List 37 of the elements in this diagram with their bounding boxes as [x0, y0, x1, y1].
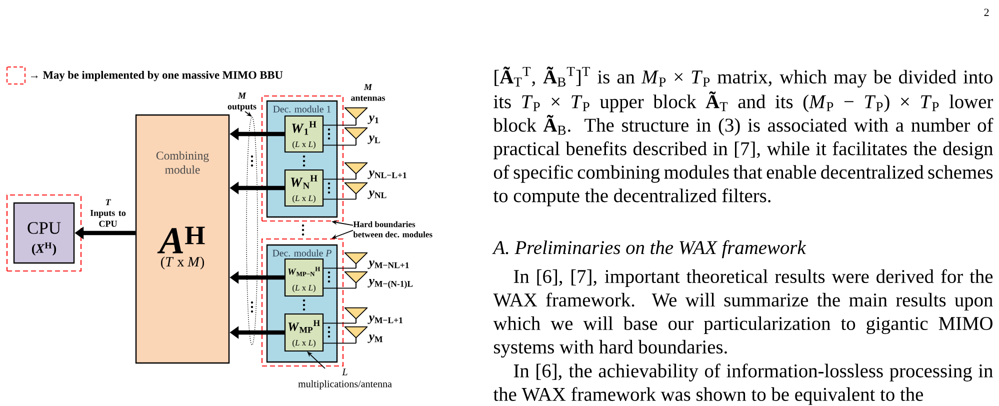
signal-label: y$_{M−(N-1)L}$ — [368, 279, 413, 289]
paragraph: In [6], [7], important theoretical results were derived for the WAX framework. We will summarize the main results upon which we will base our particularization to gigantic MIMO systems with hard boundaries. — [493, 269, 993, 358]
edge-label: T Inputs to CPU — [90, 199, 126, 227]
connector-line — [323, 178, 356, 180]
filter-box: W$_{MP}$H (L x L) — [284, 313, 324, 352]
connector-line — [323, 144, 356, 146]
paragraph: In [6], the achievability of information-lossless processing in the WAX framework was shown to be equivalent to the — [493, 364, 993, 405]
annotation-text: Hard boundaries between dec. modules — [353, 221, 432, 238]
filter-box: W$_{N}$H (L x L) — [284, 169, 324, 207]
combining-module-box: Combining module A$^{H}$ (T x M) — [135, 114, 230, 364]
page-number: 2 — [984, 8, 989, 16]
dashed-boundary — [261, 95, 344, 222]
signal-label: y$_{L}$ — [368, 136, 380, 144]
dotted-ellipse — [246, 116, 258, 346]
connector-line — [323, 342, 356, 344]
connector-line — [323, 124, 356, 126]
signal-label: y$_{M−L+1}$ — [368, 316, 402, 324]
annotation-text: L multiplications/antenna — [298, 368, 392, 390]
signal-label: y$_{NL−L+1}$ — [368, 170, 406, 179]
leader-arrow — [307, 352, 326, 369]
annotation-text: M outputs — [228, 92, 256, 112]
dashed-boundary — [261, 238, 344, 367]
signal-label: y$_{M}$ — [368, 334, 382, 343]
connector-line — [323, 198, 356, 200]
legend-text: → May be implemented by one massive MIMO BBU — [31, 70, 283, 82]
cpu-box: CPU (X$^{H}$) — [13, 202, 75, 264]
dashed-boundary — [6, 194, 82, 272]
connector-line — [323, 288, 356, 289]
signal-label: y$_{NL}$ — [368, 190, 386, 199]
filter-box: W$_{1}$H (L x L) — [284, 115, 324, 153]
annotation-text: M antennas — [351, 84, 386, 101]
section-heading: A. Preliminaries on the WAX framework — [492, 240, 806, 258]
signal-label: y$_{M−NL+1}$ — [368, 260, 409, 269]
connector-line — [323, 268, 356, 269]
signal-label: y$_{1}$ — [368, 116, 378, 124]
paragraph: [Ã$_{T}$$^{T}$, Ã$_{B}$$^{T}$]$^{T}$ is an M$_{P}$ × T$_{P}$ matrix, which may be divided into its T$_{P}$ × T$_{P}$ upper block Ã$_{T}$ and its (M$_{P}$ − T$_{P}$) × T$_{P}$ lower block Ã$_{B}$. The structure in (3) is associated with a number of practical benefits described in [7], while it facilitates the design of specific combining modules that enable decentralized schemes to compute the decentralized filters. — [493, 66, 994, 206]
connector-line — [323, 322, 356, 324]
